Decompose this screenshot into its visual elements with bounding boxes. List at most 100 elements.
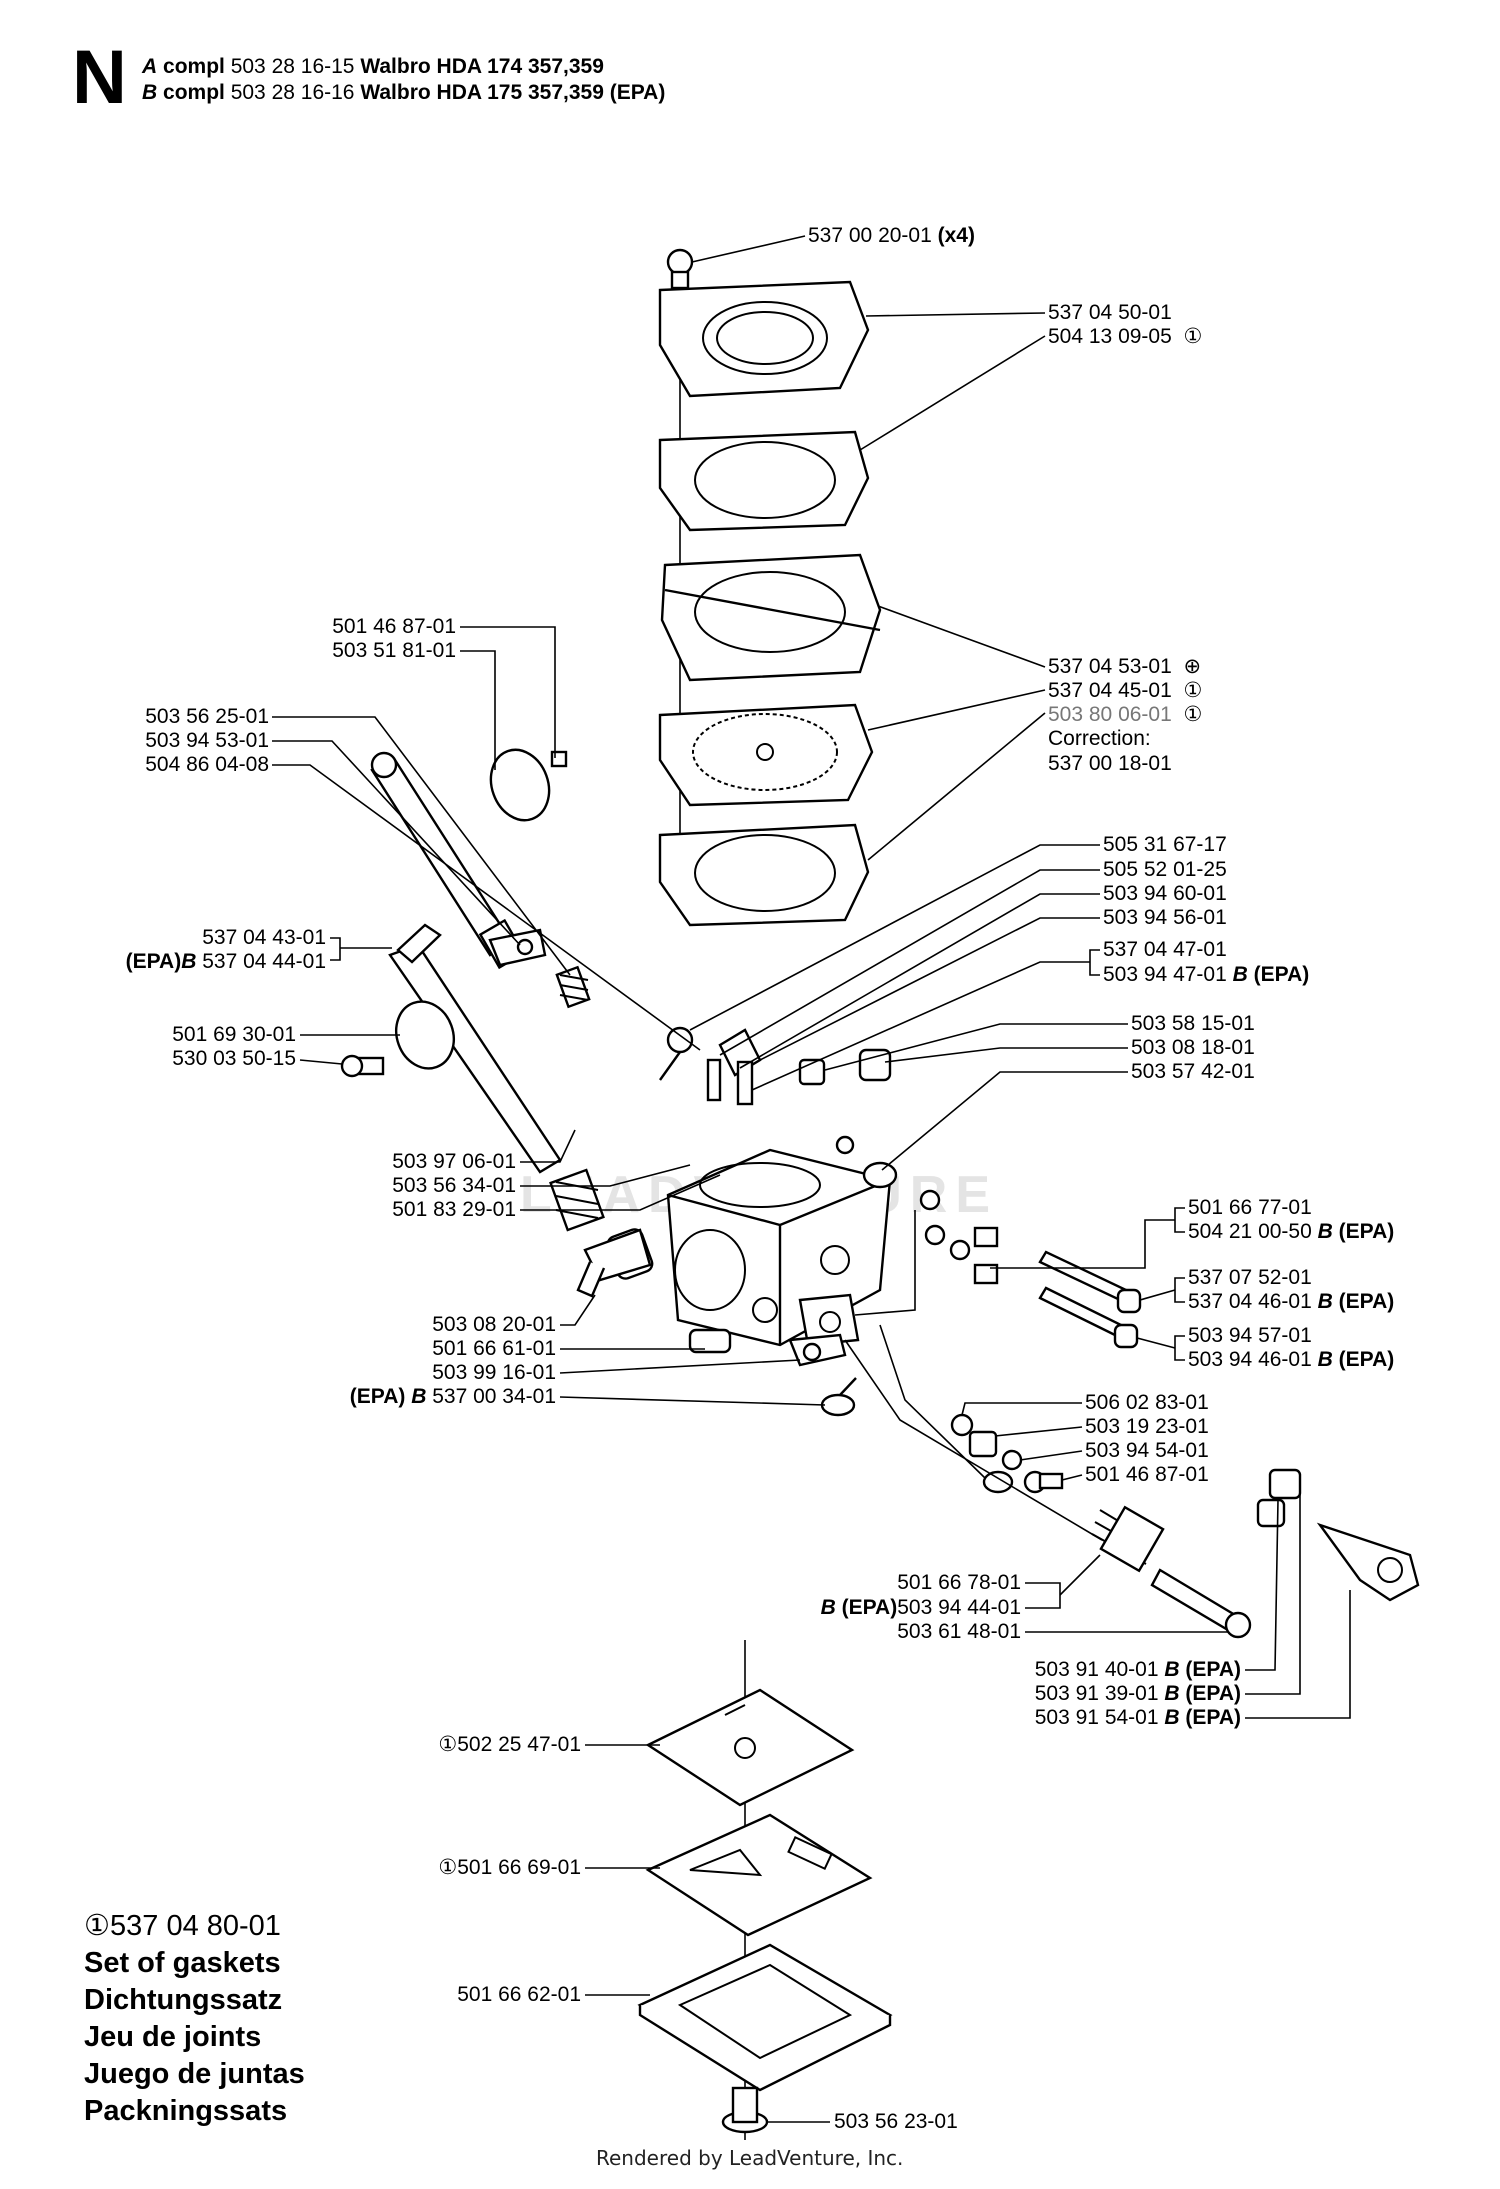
leader-body-idle [879, 1324, 986, 1479]
label-p24: 503 57 42-01 [1131, 1060, 1255, 1083]
label-p13: 505 52 01-25 [1103, 858, 1227, 881]
leader-body-needles [854, 1210, 916, 1316]
leader-p14 [739, 893, 1100, 1069]
label-p49: ①501 66 69-01 [438, 1856, 581, 1879]
label-p6-correction: Correction: [1048, 727, 1151, 750]
metering-cover-icon [637, 1943, 893, 2092]
label-p19: (EPA)B 537 04 44-01 [125, 950, 326, 973]
leader-p28-29 [1174, 1207, 1185, 1233]
label-p30: 537 07 52-01 [1188, 1266, 1312, 1289]
leader-p21 [299, 1059, 343, 1065]
label-p17: 503 94 47-01 B (EPA) [1103, 963, 1310, 986]
legend-row: Set of gaskets [84, 1947, 281, 1979]
label-p37: (EPA) B 537 00 34-01 [349, 1385, 556, 1408]
leader-p25 [520, 1129, 576, 1163]
header-line-a: A compl 503 28 16-15 Walbro HDA 174 357,… [142, 55, 604, 78]
leader-body-spring [844, 1339, 1103, 1541]
carburetor-body-icon [666, 1148, 892, 1347]
leader-p46 [1245, 1480, 1301, 1695]
metering-gasket-icon [645, 1688, 855, 1807]
label-p18: 537 04 43-01 [202, 926, 326, 949]
label-p6-new: 537 00 18-01 [1048, 752, 1172, 775]
footer-credit: Rendered by LeadVenture, Inc. [596, 2146, 904, 2170]
label-p51: 503 56 23-01 [834, 2110, 958, 2133]
leader-p32-33 [1174, 1335, 1185, 1361]
label-p5: 537 04 45-01 ① [1048, 679, 1203, 702]
label-p21: 530 03 50-15 [172, 1047, 296, 1070]
label-p39: 503 19 23-01 [1085, 1415, 1209, 1438]
label-p15: 503 94 56-01 [1103, 906, 1227, 929]
leader-p9 [272, 716, 571, 976]
leader-p36 [559, 1359, 801, 1374]
label-p14: 503 94 60-01 [1103, 882, 1227, 905]
label-p26: 503 56 34-01 [392, 1174, 516, 1197]
idle-screw-icon [950, 1413, 1064, 1494]
label-p36: 503 99 16-01 [432, 1361, 556, 1384]
leader-p32 [1136, 1337, 1176, 1349]
label-p31: 537 04 46-01 B (EPA) [1188, 1290, 1395, 1313]
spring-icon [555, 965, 591, 1009]
leader-p16 [751, 961, 1090, 1091]
legend-row: Juego de juntas [84, 2058, 305, 2090]
screw-icon [666, 248, 694, 290]
label-p33: 503 94 46-01 B (EPA) [1188, 1348, 1395, 1371]
legend-row: Dichtungssatz [84, 1984, 283, 2016]
label-p20: 501 69 30-01 [172, 1023, 296, 1046]
throttle-lever-icon [488, 928, 547, 967]
choke-shaft-icon [388, 923, 562, 1174]
leader-p15 [759, 917, 1100, 1061]
leader-p10 [272, 740, 521, 946]
gasket-1-icon [658, 430, 870, 532]
label-p4: 537 04 53-01 ⊕ [1048, 655, 1202, 678]
leader-p5 [867, 689, 1046, 731]
throttle-plate-icon [489, 748, 568, 822]
leader-p4 [877, 605, 1046, 668]
label-p27: 501 83 29-01 [392, 1198, 516, 1221]
leader-p11 [272, 764, 701, 1051]
leader-p13 [719, 869, 1100, 1056]
label-p7: 501 46 87-01 [332, 615, 456, 638]
label-p28: 501 66 77-01 [1188, 1196, 1312, 1219]
label-p50: 501 66 62-01 [457, 1983, 581, 2006]
leader-p3 [859, 335, 1046, 451]
label-p47: 503 91 54-01 B (EPA) [1034, 1706, 1241, 1729]
bottom-screw-icon [721, 2086, 769, 2134]
cover-plate-icon [658, 280, 870, 398]
label-p48: ①502 25 47-01 [438, 1733, 581, 1756]
label-p42: 501 66 78-01 [897, 1571, 1021, 1594]
leader-p23 [884, 1047, 1128, 1063]
label-p35: 501 66 61-01 [432, 1337, 556, 1360]
leader-p34 [560, 1294, 596, 1326]
label-p44: 503 61 48-01 [897, 1620, 1021, 1643]
label-p23: 503 08 18-01 [1131, 1036, 1255, 1059]
label-p2: 537 04 50-01 [1048, 301, 1172, 324]
label-p10: 503 94 53-01 [145, 729, 269, 752]
leader-p42 [1059, 1554, 1101, 1596]
leader-p27 [520, 1174, 721, 1211]
label-p32: 503 94 57-01 [1188, 1324, 1312, 1347]
label-p6: 503 80 06-01 ① [1048, 703, 1203, 726]
fuel-inlet-icon [576, 1228, 652, 1298]
leader-p6 [867, 712, 1046, 861]
label-p41: 501 46 87-01 [1085, 1463, 1209, 1486]
diaphragm-icon [658, 703, 874, 807]
leader-p41 [1061, 1474, 1083, 1481]
label-p34: 503 08 20-01 [432, 1313, 556, 1336]
leader-p38 [961, 1402, 1082, 1416]
label-p43: B (EPA)503 94 44-01 [820, 1596, 1021, 1619]
legend-number: ①537 04 80-01 [84, 1910, 281, 1942]
label-p8: 503 51 81-01 [332, 639, 456, 662]
header-line-b: B compl 503 28 16-16 Walbro HDA 175 357,… [142, 81, 666, 104]
leader-p28 [990, 1219, 1175, 1269]
leader-p26 [520, 1164, 691, 1187]
label-p3: 504 13 09-05 ① [1048, 325, 1203, 348]
idle-spring-screw-icon [1091, 1505, 1252, 1639]
metering-diaphragm-icon [645, 1813, 873, 1937]
leader-p16-17 [1089, 949, 1100, 976]
leader-p2 [865, 312, 1046, 317]
leader-p40 [1019, 1450, 1083, 1461]
leader-p42-43 [1025, 1582, 1061, 1609]
label-p1: 537 00 20-01 (x4) [808, 224, 975, 247]
